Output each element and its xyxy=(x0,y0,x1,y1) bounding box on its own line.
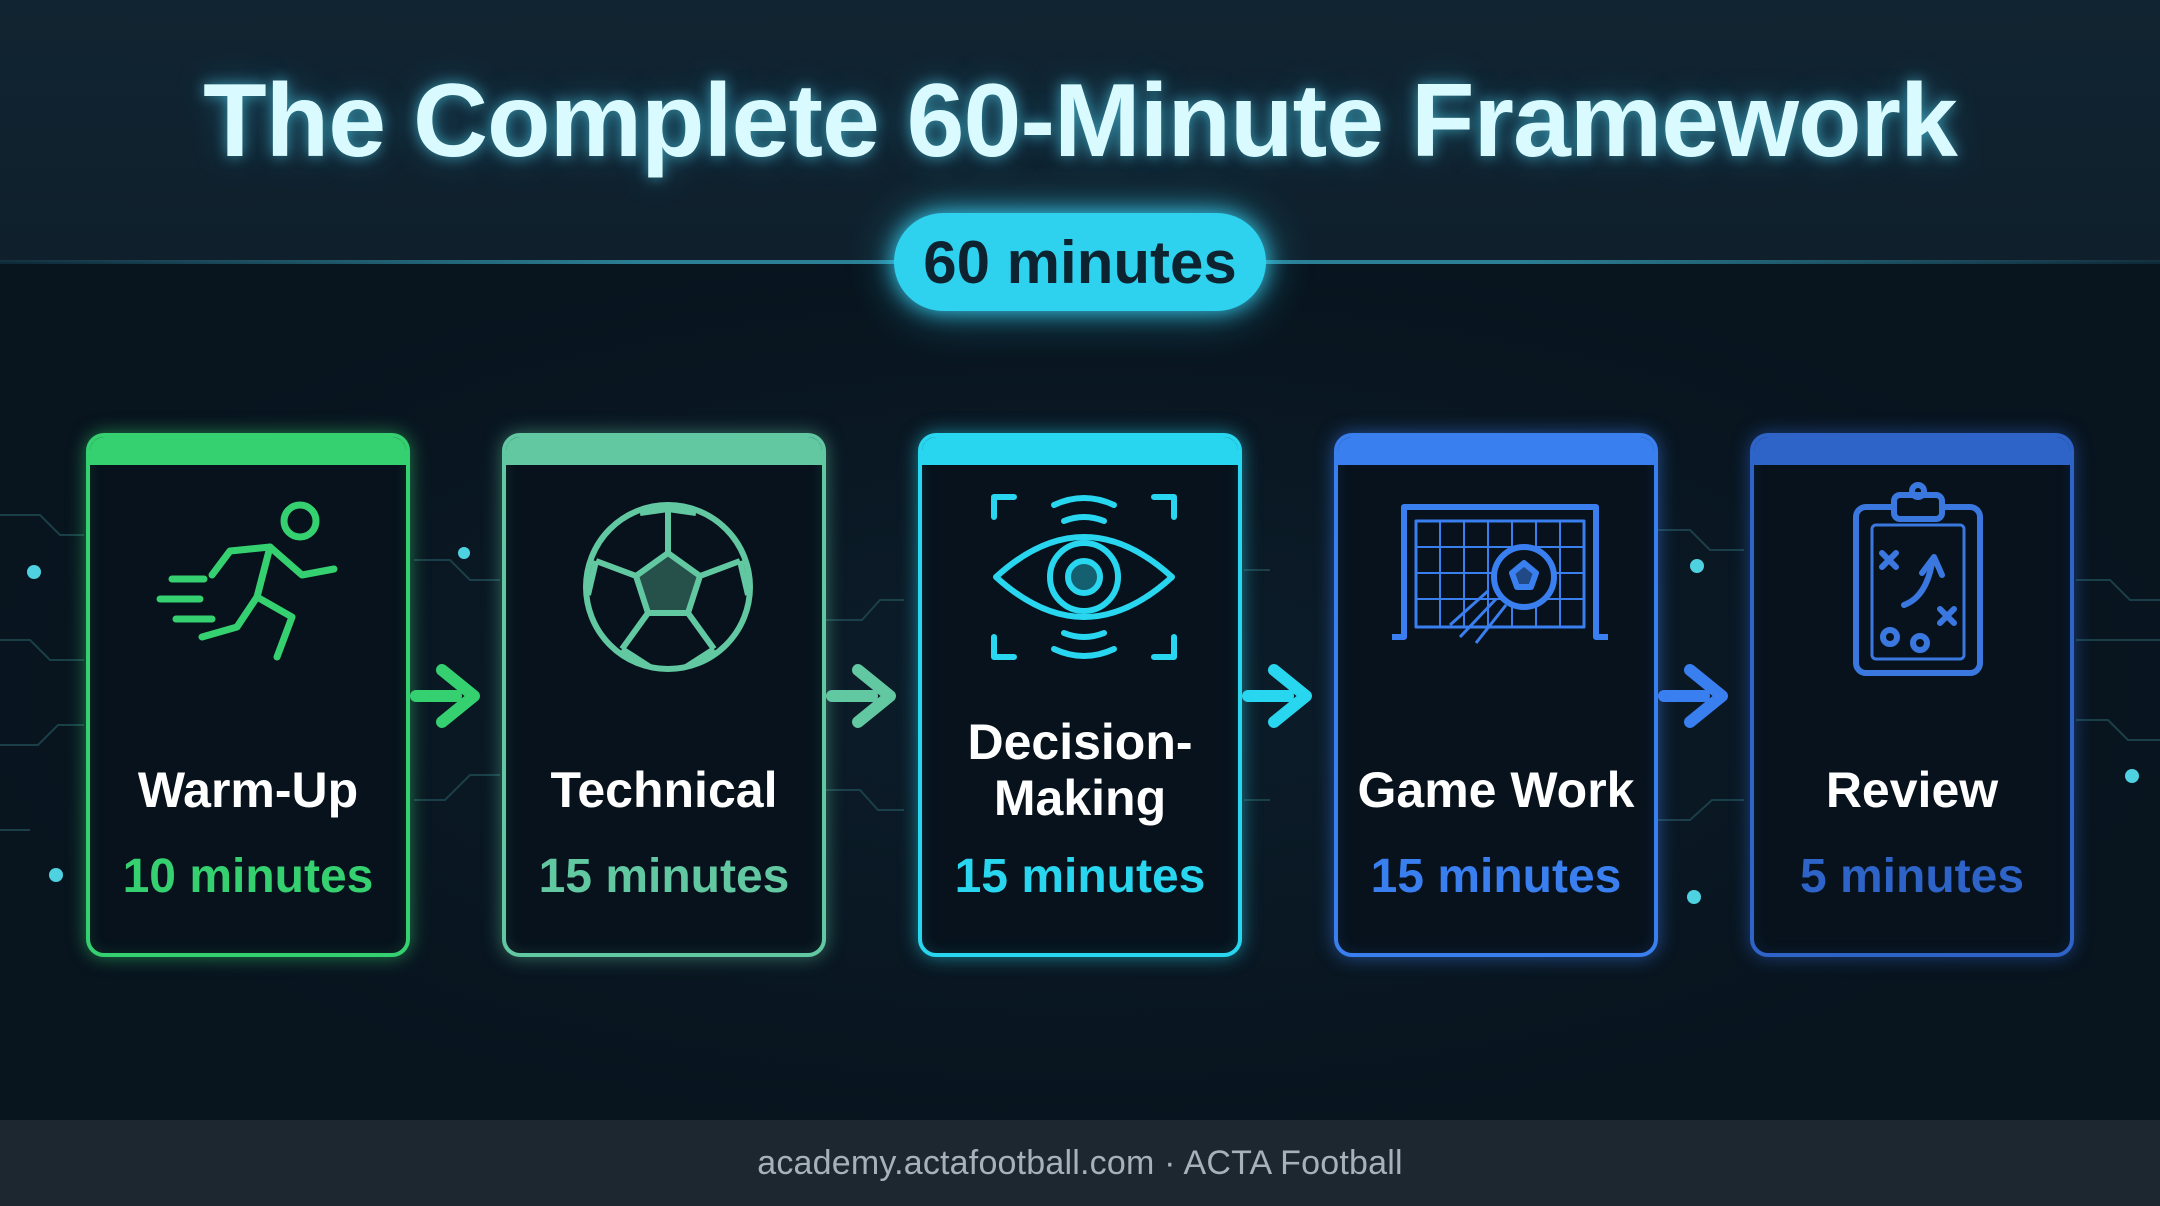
running-player-icon xyxy=(152,487,352,687)
stage-duration: 10 minutes xyxy=(122,850,374,903)
footer: academy.actafootball.com · ACTA Football xyxy=(0,1120,2160,1206)
arrow-right-icon xyxy=(410,660,488,732)
stage-card-technical: Technical 15 minutes xyxy=(502,433,826,957)
stage-label: Decision- Making xyxy=(967,714,1193,826)
soccer-ball-icon xyxy=(568,487,768,687)
stage-card-warm-up: Warm-Up 10 minutes xyxy=(86,433,410,957)
stage-card-review: Review 5 minutes xyxy=(1750,433,2074,957)
stage-card-game-work: Game Work 15 minutes xyxy=(1334,433,1658,957)
stage-card-decision-making: Decision- Making 15 minutes xyxy=(918,433,1242,957)
goal-net-ball-icon xyxy=(1392,487,1608,687)
stage-duration: 15 minutes xyxy=(954,850,1206,903)
arrow-right-icon xyxy=(1242,660,1320,732)
eye-scan-icon xyxy=(984,487,1184,687)
total-duration-badge: 60 minutes xyxy=(894,213,1266,311)
arrow-right-icon xyxy=(1658,660,1736,732)
card-header-bar xyxy=(922,437,1238,465)
stage-label: Review xyxy=(1825,762,1999,818)
card-header-bar xyxy=(1754,437,2070,465)
stage-duration: 15 minutes xyxy=(538,850,790,903)
card-header-bar xyxy=(1338,437,1654,465)
stage-label: Technical xyxy=(550,762,778,818)
arrow-right-icon xyxy=(826,660,904,732)
page-title: The Complete 60-Minute Framework xyxy=(203,63,1958,179)
stage-duration: 5 minutes xyxy=(1799,850,2025,903)
card-header-bar xyxy=(90,437,406,465)
stage-label: Game Work xyxy=(1357,762,1635,818)
card-header-bar xyxy=(506,437,822,465)
stage-duration: 15 minutes xyxy=(1370,850,1622,903)
footer-credit: academy.actafootball.com · ACTA Football xyxy=(757,1143,1403,1182)
tactics-clipboard-icon xyxy=(1816,482,2016,687)
stage-label: Warm-Up xyxy=(137,762,359,818)
